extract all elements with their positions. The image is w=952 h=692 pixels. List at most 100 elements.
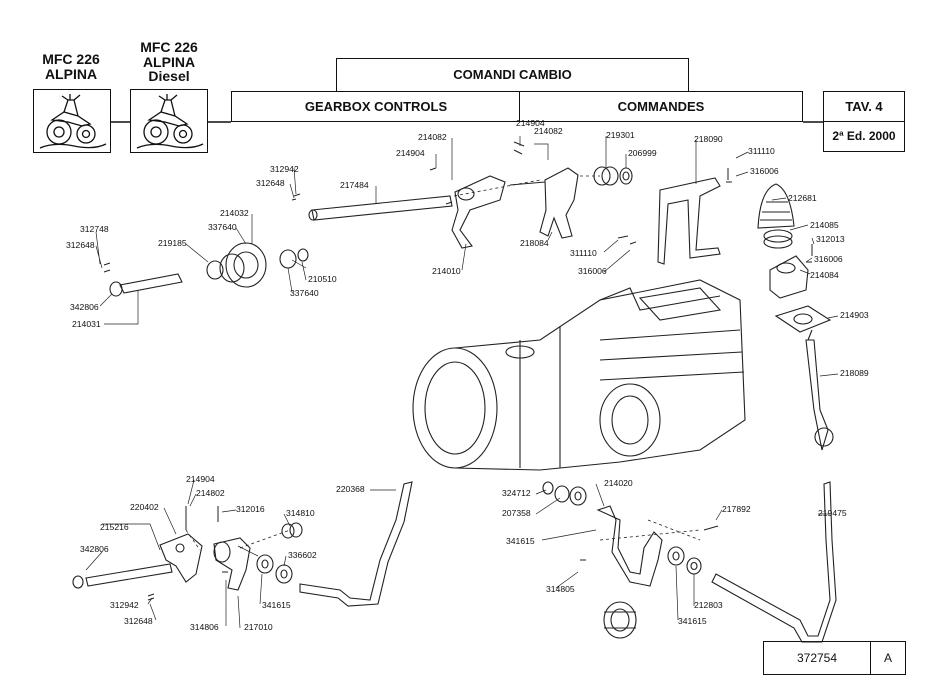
- part-label: 312748: [80, 224, 109, 234]
- part-label: 214032: [220, 208, 249, 218]
- part-label: 218084: [520, 238, 549, 248]
- revision: A: [883, 651, 892, 665]
- leader-lines: [85, 136, 839, 629]
- part-number-labels: 214082 214904 214082 214904 219301 21809…: [66, 118, 869, 632]
- title-french: COMMANDES: [617, 99, 705, 114]
- part-label: 312942: [270, 164, 299, 174]
- title-italian-box: COMANDI CAMBIO: [336, 58, 689, 92]
- rod-220368: [299, 481, 413, 607]
- part-label: 312648: [256, 178, 285, 188]
- part-label: 312016: [236, 504, 265, 514]
- lever-214020: [596, 505, 663, 587]
- shift-rod-217484: [308, 195, 453, 221]
- lever-220402: [159, 533, 203, 583]
- part-label: 316006: [750, 166, 779, 176]
- part-label: 337640: [290, 288, 319, 298]
- table-number-box: TAV. 4: [823, 91, 905, 122]
- coupling: [603, 601, 637, 639]
- support-214084: [769, 255, 809, 299]
- washer-336602: [275, 564, 293, 584]
- part-label: 217892: [722, 504, 751, 514]
- tractor-thumbnail-left: [33, 89, 111, 153]
- part-label: 312942: [110, 600, 139, 610]
- gasket-214903: [774, 305, 832, 333]
- edition: 2ª Ed. 2000: [832, 129, 896, 143]
- lever-217010: [213, 537, 251, 591]
- edition-box: 2ª Ed. 2000: [823, 121, 905, 152]
- part-label: 217010: [244, 622, 273, 632]
- bearing-207358: [554, 485, 587, 506]
- part-label: 214084: [810, 270, 839, 280]
- part-label: 336602: [288, 550, 317, 560]
- title-english-box: GEARBOX CONTROLS: [231, 91, 521, 122]
- part-label: 219185: [158, 238, 187, 248]
- part-label: 206999: [628, 148, 657, 158]
- rod-219475: [711, 481, 837, 643]
- tractor-icon: [39, 94, 107, 149]
- revision-box: A: [870, 641, 906, 675]
- part-label: 314805: [546, 584, 575, 594]
- title-french-box: COMMANDES: [519, 91, 803, 122]
- part-label: 314810: [286, 508, 315, 518]
- part-label: 217484: [340, 180, 369, 190]
- part-label: 311110: [570, 248, 597, 258]
- part-label: 341615: [506, 536, 535, 546]
- part-label: 316006: [814, 254, 843, 264]
- title-italian: COMANDI CAMBIO: [453, 67, 572, 82]
- tractor-thumbnail-right: [130, 89, 208, 153]
- model-right-line1: MFC 226: [140, 39, 198, 55]
- part-label: 342806: [80, 544, 109, 554]
- part-label: 212803: [694, 600, 723, 610]
- part-label: 341615: [678, 616, 707, 626]
- part-label: 214904: [396, 148, 425, 158]
- part-label: 316006: [578, 266, 607, 276]
- part-label: 215216: [100, 522, 129, 532]
- part-label: 219301: [606, 130, 635, 140]
- part-label: 214020: [604, 478, 633, 488]
- part-label: 214082: [418, 132, 447, 142]
- shaft-215216: [72, 563, 173, 589]
- part-label: 210510: [308, 274, 337, 284]
- boot-212681: [757, 183, 795, 229]
- model-name-right: MFC 226 ALPINA Diesel: [128, 40, 210, 84]
- part-label: 220368: [336, 484, 365, 494]
- bushing-219301: [593, 166, 619, 186]
- part-label: 219475: [818, 508, 847, 518]
- part-label: 311110: [748, 146, 775, 156]
- part-label: 214010: [432, 266, 461, 276]
- gearbox-housing: [412, 279, 746, 471]
- shaft-214031: [109, 273, 183, 297]
- part-label: 214082: [534, 126, 563, 136]
- part-label: 337640: [208, 222, 237, 232]
- title-english: GEARBOX CONTROLS: [304, 99, 448, 114]
- bushing-314810: [281, 522, 303, 539]
- drawing-number: 372754: [796, 651, 838, 665]
- model-right-line3: Diesel: [148, 68, 190, 85]
- part-label: 218090: [694, 134, 723, 144]
- tractor-icon: [136, 94, 204, 149]
- ring-324712: [542, 481, 554, 495]
- shift-fork-218084: [509, 167, 579, 239]
- part-label: 341615: [262, 600, 291, 610]
- cover-214085: [763, 229, 793, 249]
- part-label: 214904: [516, 118, 545, 128]
- drawing-number-box: 372754: [763, 641, 871, 675]
- model-name-left: MFC 226 ALPINA: [30, 52, 112, 81]
- washer-341615: [256, 554, 274, 574]
- part-label: 324712: [502, 488, 531, 498]
- part-label: 312648: [124, 616, 153, 626]
- shift-fork-214010: [451, 175, 506, 249]
- gear-214032: [206, 242, 309, 288]
- model-left-line1: MFC 226: [42, 51, 100, 67]
- washer-341615-b: [667, 546, 685, 566]
- gear-lever-218089: [805, 329, 834, 451]
- part-label: 207358: [502, 508, 531, 518]
- washer-212803: [686, 557, 702, 575]
- part-label: 218089: [840, 368, 869, 378]
- table-number: TAV. 4: [845, 99, 883, 114]
- part-label: 314806: [190, 622, 219, 632]
- model-left-line2: ALPINA: [44, 65, 98, 82]
- part-label: 212681: [788, 193, 817, 203]
- bracket-218090: [657, 177, 721, 265]
